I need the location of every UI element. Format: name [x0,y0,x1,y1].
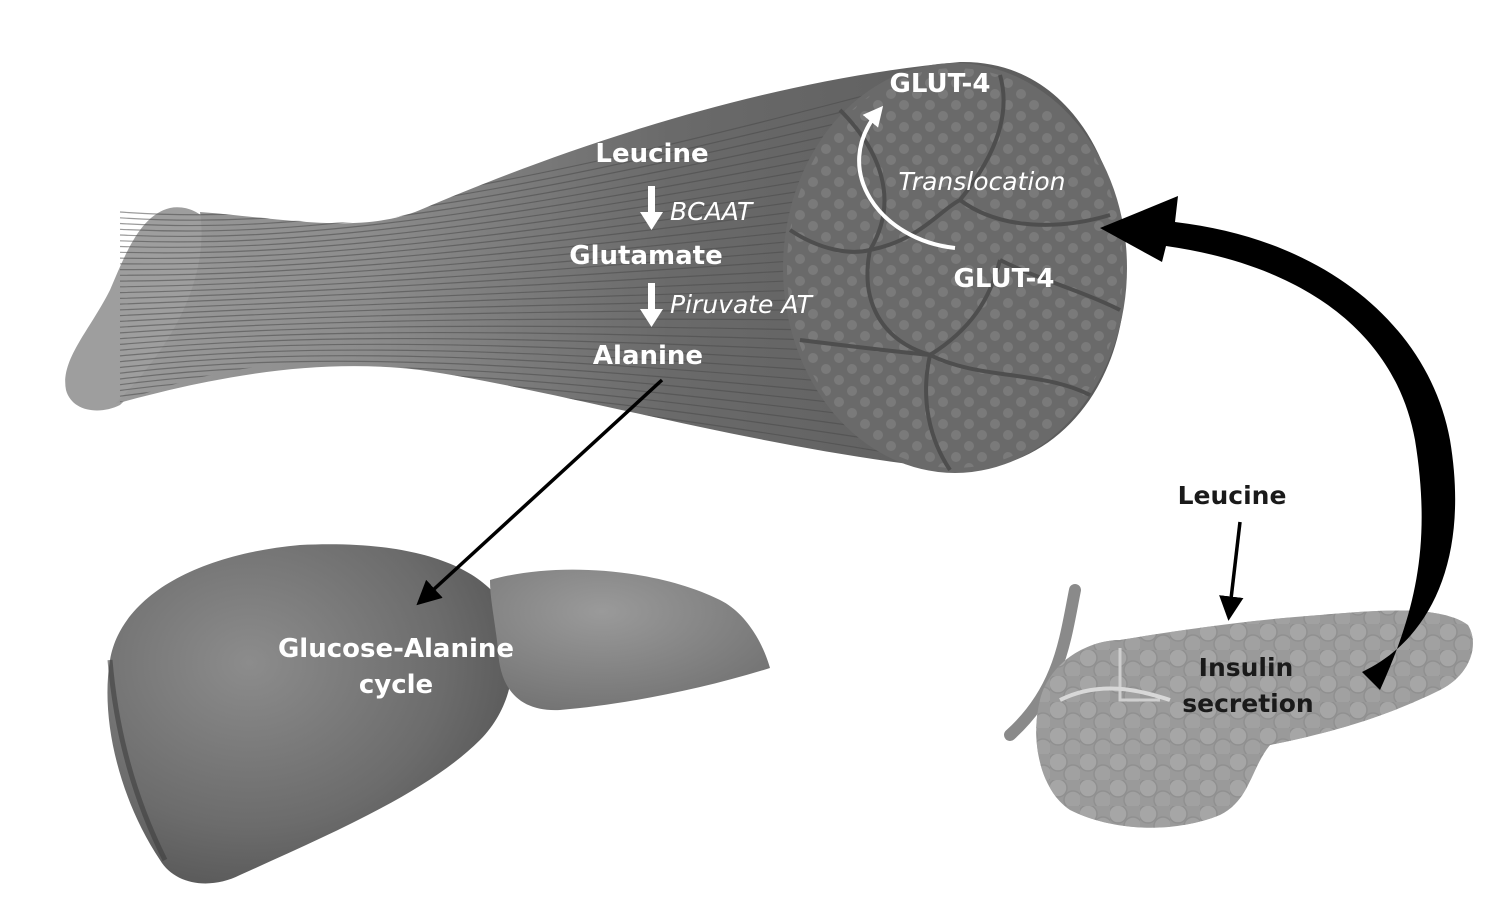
insulin-label-line2: secretion [1182,689,1313,718]
fiber-line [119,177,961,265]
muscle-fiber-bundle [65,61,1127,473]
fiber-line [119,284,961,317]
fiber-line [119,117,961,238]
glutamate-label: Glutamate [569,241,722,271]
fiber-line [119,355,961,394]
bcaat-arrow-head [640,212,663,230]
glut4-bottom-label: GLUT-4 [954,264,1055,294]
fiber-line [119,318,961,334]
piruvate-at-label: Piruvate AT [670,290,814,319]
insulin-label-line1: Insulin [1199,653,1294,682]
insulin-to-muscle-arrow [1100,196,1456,690]
alanine-label: Alanine [593,341,703,371]
fiber-line [119,360,961,406]
liver [107,544,770,884]
fiber-line [119,349,961,382]
fiber-line [119,189,961,271]
fiber-line [119,165,961,260]
fiber-line [119,201,961,276]
translocation-label: Translocation [899,167,1066,196]
fiber-line [119,296,961,322]
bcaat-label: BCAAT [670,197,754,226]
fiber-line [119,153,961,254]
fiber-line [119,105,961,232]
piruvate-arrow-head [640,309,663,327]
fiber-line [119,213,961,282]
muscle-pathway-arrows [640,186,663,327]
translocation-arrow [857,105,956,250]
glucose-alanine-label-line1: Glucose-Alanine [278,634,514,664]
fiber-line [119,337,961,358]
leucine-pancreas-label: Leucine [1178,481,1287,510]
piruvate-arrow-shaft [648,283,655,311]
leucine-to-pancreas-arrow [1219,521,1244,621]
fiber-line [119,272,961,311]
muscle-striations [119,69,961,466]
fiber-line [119,260,961,305]
fiber-line [119,248,961,299]
glut4-top-label: GLUT-4 [890,69,991,99]
fiber-line [119,308,961,328]
fiber-line [119,325,961,340]
fiber-line [119,331,961,346]
liver-right-lobe [490,569,770,711]
fiber-line [119,129,961,243]
fiber-line [119,141,961,248]
fiber-line [119,343,961,370]
fiber-line [119,237,961,294]
pancreas-duct-curve [1004,584,1081,741]
fiber-line [119,225,961,288]
bcaat-arrow-shaft [648,186,655,214]
alanine-to-liver-arrow [416,378,664,606]
leucine-muscle-label: Leucine [595,139,708,169]
fiber-line [119,93,961,227]
fiber-line [119,366,961,418]
fascicle-boundaries [788,74,1121,472]
glucose-alanine-label-line2: cycle [359,670,433,700]
liver-left-lobe [107,544,514,884]
pancreas [1004,584,1473,828]
